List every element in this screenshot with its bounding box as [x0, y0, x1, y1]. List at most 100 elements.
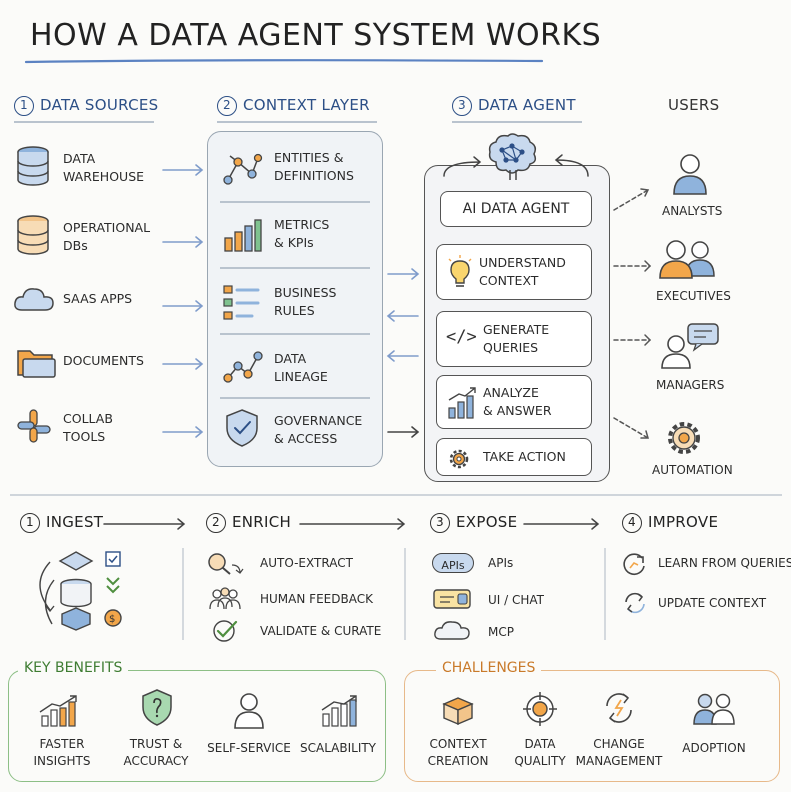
- expose-header: 3 EXPOSE: [430, 513, 517, 533]
- agent-loop-arrows: [443, 154, 589, 177]
- benefit-self-service-label: SELF-SERVICE: [207, 741, 291, 755]
- users-managers-label: MANAGERS: [656, 378, 725, 392]
- context-entities-label: ENTITIES &DEFINITIONS: [274, 150, 354, 183]
- arrow-to-agent: [387, 268, 420, 280]
- database-orange-icon: [17, 215, 49, 255]
- enrich-label: ENRICH: [232, 513, 292, 531]
- ai-data-agent-label: AI DATA AGENT: [462, 201, 570, 217]
- ingest-illustration-icon: $: [39, 551, 122, 631]
- svg-text:$: $: [109, 614, 115, 625]
- benefit-trust-accuracy-label: TRUST &ACCURACY: [123, 737, 189, 768]
- process-divider-3: [604, 548, 606, 640]
- benefit-scalability-label: SCALABILITY: [299, 741, 377, 755]
- improve-learn-label: LEARN FROM QUERIES: [658, 556, 791, 570]
- take-action-box: TAKE ACTION: [436, 438, 592, 476]
- analyst-user-icon: [673, 154, 707, 195]
- automation-gear-icon: [668, 422, 700, 454]
- users-executives-label: EXECUTIVES: [656, 289, 731, 303]
- improve-number: 4: [622, 513, 642, 533]
- target-icon: [523, 692, 557, 726]
- bar-chart-icon: [224, 219, 262, 252]
- agent-header-underline: [452, 121, 582, 123]
- apis-badge-label: APIs: [441, 559, 465, 572]
- data-sources-label: DATA SOURCES: [40, 96, 159, 114]
- users-analysts-label: ANALYSTS: [662, 204, 723, 218]
- refresh-icon: [625, 592, 645, 614]
- data-sources-header: 1 DATA SOURCES: [14, 96, 158, 116]
- expose-number: 3: [430, 513, 450, 533]
- data-agent-label: DATA AGENT: [478, 96, 576, 114]
- take-action-label: TAKE ACTION: [483, 449, 566, 464]
- context-divider-1: [220, 201, 370, 203]
- improve-update-label: UPDATE CONTEXT: [658, 596, 767, 610]
- rules-list-icon: [223, 285, 260, 320]
- source-documents-label: DOCUMENTS: [63, 353, 144, 368]
- gear-icon: [449, 449, 469, 469]
- title-underline: [24, 59, 544, 64]
- data-agent-header: 3 DATA AGENT: [452, 96, 576, 116]
- arrow-ingest-enrich: [103, 518, 186, 530]
- process-arrows: [103, 518, 600, 530]
- arrow-saas: [162, 300, 204, 312]
- challenges-panel: [404, 670, 780, 782]
- context-layer-label: CONTEXT LAYER: [243, 96, 370, 114]
- arrow-governance-to-agent: [387, 426, 420, 438]
- ingest-number: 1: [20, 513, 40, 533]
- process-divider-2: [404, 548, 406, 640]
- executives-group-icon: [659, 240, 715, 279]
- context-layer-number: 2: [217, 96, 237, 116]
- context-divider-3: [220, 333, 370, 335]
- sources-header-underline: [14, 121, 154, 123]
- users-automation-label: AUTOMATION: [652, 463, 733, 477]
- trend-chart-icon: [448, 387, 476, 419]
- users-header: USERS: [668, 96, 720, 114]
- data-agent-number: 3: [452, 96, 472, 116]
- main-divider: [10, 494, 782, 496]
- page-title: HOW A DATA AGENT SYSTEM WORKS: [30, 18, 602, 53]
- database-icon: [17, 146, 49, 186]
- expose-label: EXPOSE: [456, 513, 518, 531]
- faster-insights-icon: [39, 695, 77, 727]
- context-layer-header: 2 CONTEXT LAYER: [217, 96, 370, 116]
- data-sources-number: 1: [14, 96, 34, 116]
- ai-data-agent-box: AI DATA AGENT: [440, 191, 592, 227]
- arrow-to-analysts: [613, 189, 649, 211]
- enrich-auto-extract-label: AUTO-EXTRACT: [260, 556, 353, 570]
- scalability-chart-icon: [321, 695, 357, 727]
- adoption-users-icon: [693, 693, 735, 725]
- enrich-number: 2: [206, 513, 226, 533]
- context-agent-arrows: [386, 268, 420, 438]
- learn-cycle-icon: [623, 553, 645, 575]
- enrich-header: 2 ENRICH: [206, 513, 291, 533]
- arrow-from-agent-2: [386, 350, 419, 362]
- expose-ui-chat-label: UI / CHAT: [488, 593, 545, 607]
- key-benefits-panel: [8, 670, 386, 782]
- key-benefits-title: KEY BENEFITS: [18, 660, 129, 676]
- people-feedback-icon: [209, 587, 241, 610]
- arrow-collab: [162, 426, 204, 438]
- arrow-from-agent-1: [386, 310, 419, 322]
- brain-network-icon: [488, 133, 537, 180]
- collab-tools-icon: [17, 409, 51, 443]
- shield-check-icon: [226, 409, 258, 447]
- context-divider-2: [220, 267, 370, 269]
- self-service-user-icon: [234, 693, 264, 729]
- source-saas-label: SAAS APPS: [63, 291, 133, 306]
- arrow-operational: [162, 236, 204, 248]
- agent-user-arrows: [613, 188, 652, 439]
- magnifier-icon: [208, 553, 244, 575]
- cloud-icon: [14, 288, 54, 311]
